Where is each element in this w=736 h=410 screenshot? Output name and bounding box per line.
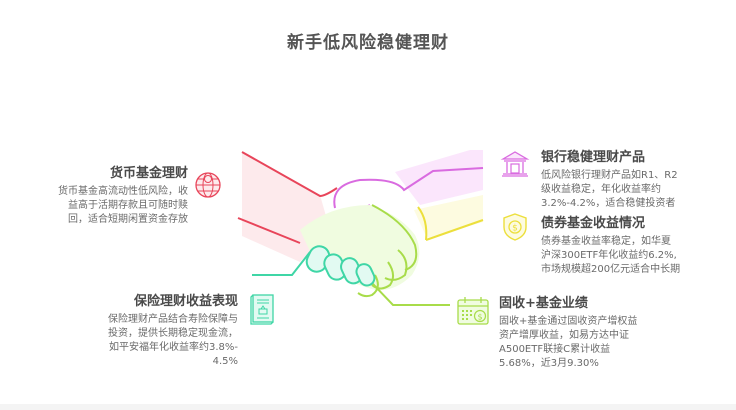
item-fixed-income-plus: 固收+基金业绩 固收+基金通过固收资产增权益 资产增厚收益，如易方达中证 A50… — [499, 295, 699, 371]
item-bank-wealth: 银行稳健理财产品 低风险银行理财产品如R1、R2 级收益稳定，年化收益率约 3.… — [541, 149, 731, 211]
item-line: 货币基金高流动性低风险，收 — [58, 186, 188, 197]
item-line: 沪深300ETF年化收益约6.2%, — [541, 250, 677, 261]
bank-icon — [500, 151, 530, 177]
item-bond-fund: 债券基金收益情况 债券基金收益率稳定，如华夏 沪深300ETF年化收益约6.2%… — [541, 215, 731, 277]
item-line: 4.5% — [212, 356, 238, 367]
item-line: A500ETF联接C累计收益 — [499, 344, 611, 355]
book-icon — [250, 294, 274, 325]
item-heading: 固收+基金业绩 — [499, 296, 588, 311]
item-insurance: 保险理财收益表现 保险理财产品结合寿险保障与 投资，提供长期稳定现金流， 如平安… — [70, 293, 238, 369]
item-heading: 债券基金收益情况 — [541, 216, 646, 231]
item-line: 益高于活期存款且可随时赎 — [68, 200, 188, 211]
item-line: 3.2%-4.2%，适合稳健投资者 — [541, 198, 676, 209]
page-title: 新手低风险稳健理财 — [287, 33, 449, 53]
item-money-fund: 货币基金理财 货币基金高流动性低风险，收 益高于活期存款且可随时赎 回，适合短期… — [18, 165, 188, 227]
item-line: 固收+基金通过固收资产增权益 — [499, 316, 638, 327]
item-line: 低风险银行理财产品如R1、R2 — [541, 170, 678, 181]
item-heading: 银行稳健理财产品 — [541, 150, 646, 165]
item-line: 回，适合短期闲置资金存放 — [68, 214, 188, 225]
item-line: 资产增厚收益，如易方达中证 — [499, 330, 629, 341]
svg-text:$: $ — [477, 313, 482, 322]
item-line: 级收益稳定，年化收益率约 — [541, 184, 661, 195]
shield-dollar-icon: $ — [503, 213, 527, 241]
globe-dollar-icon — [195, 172, 221, 198]
item-heading: 货币基金理财 — [109, 166, 188, 181]
item-line: 市场规模超200亿元适合中长期 — [541, 264, 681, 275]
item-heading: 保险理财收益表现 — [133, 294, 238, 309]
calendar-dollar-icon: $ — [457, 297, 489, 325]
svg-text:$: $ — [512, 224, 518, 234]
bottom-divider — [0, 404, 736, 410]
item-line: 如平安福年化收益率约3.8%- — [108, 342, 238, 353]
item-line: 债券基金收益率稳定，如华夏 — [541, 236, 671, 247]
item-line: 投资，提供长期稳定现金流， — [108, 328, 238, 339]
item-line: 保险理财产品结合寿险保障与 — [108, 314, 238, 325]
item-line: 5.68%，近3月9.30% — [499, 358, 599, 369]
